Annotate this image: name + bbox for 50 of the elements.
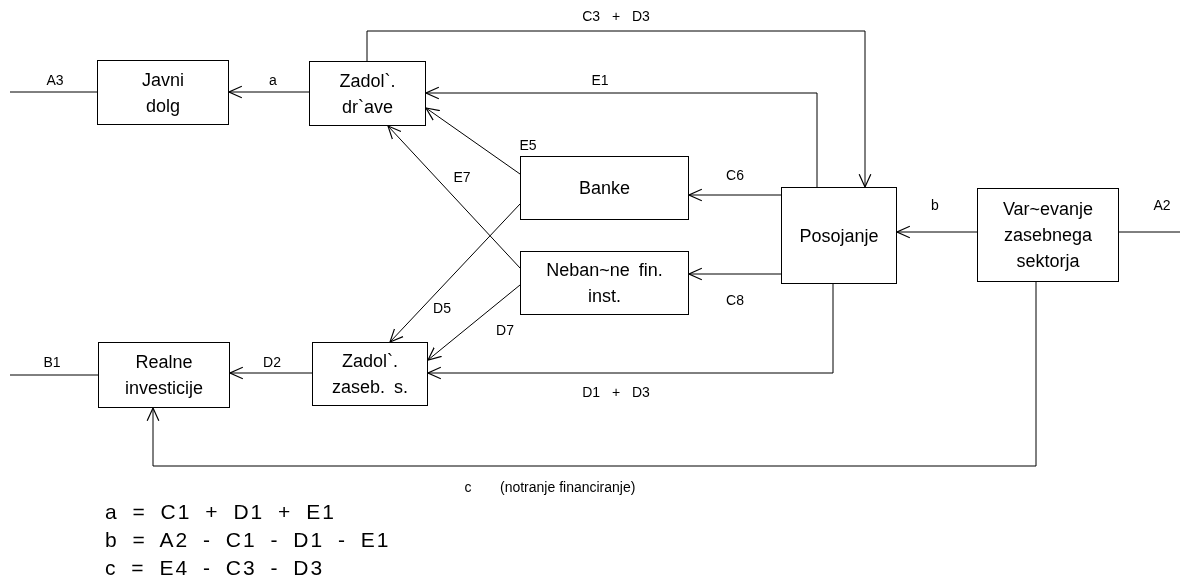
edge-label: E5	[517, 137, 539, 153]
formula-text: c = E4 - C3 - D3	[105, 556, 325, 580]
formula-text: a = C1 + D1 + E1	[105, 500, 336, 524]
arrow	[427, 284, 521, 361]
edge-label: b	[929, 197, 941, 213]
process-box	[97, 60, 229, 125]
connector-line	[1118, 231, 1181, 233]
edge-label: D7	[494, 322, 516, 338]
arrow	[425, 86, 818, 188]
edge-label: C8	[724, 292, 746, 308]
edge-label: C3 + D3	[580, 8, 652, 24]
connector-line	[9, 91, 98, 93]
process-box	[977, 188, 1119, 282]
process-box	[312, 342, 428, 406]
edge-label: D5	[431, 300, 453, 316]
edge-label: B1	[41, 354, 63, 370]
arrow	[688, 267, 782, 281]
arrow	[229, 366, 313, 380]
box-text: Zadol`. zaseb. s.	[330, 350, 409, 399]
connector-line	[9, 374, 99, 376]
edge-label: E7	[451, 169, 473, 185]
edge-label: A3	[44, 72, 66, 88]
process-box	[520, 156, 689, 220]
note-text: (notranje financiranje)	[500, 478, 636, 497]
box-text: Realne investicije	[124, 351, 204, 400]
edge-label: C6	[724, 167, 746, 183]
process-box	[309, 61, 426, 126]
arrow	[387, 125, 521, 269]
edge-label: D2	[261, 354, 283, 370]
arrow	[366, 30, 872, 188]
edge-label: D1 + D3	[580, 384, 652, 400]
formula-text: b = A2 - C1 - D1 - E1	[105, 528, 391, 552]
arrow	[688, 188, 782, 202]
box-text: Neban~ne fin. inst.	[545, 259, 664, 308]
edge-label: A2	[1151, 197, 1173, 213]
arrow	[425, 107, 521, 175]
box-text: Posojanje	[799, 224, 879, 248]
process-box	[98, 342, 230, 408]
arrow	[896, 225, 978, 239]
box-text: Zadol`. dr`ave	[338, 69, 397, 119]
process-box	[520, 251, 689, 315]
process-box	[781, 187, 897, 284]
box-text: Javni dolg	[141, 68, 185, 118]
box-text: Banke	[578, 177, 630, 200]
arrow	[228, 85, 310, 99]
arrow	[389, 203, 521, 343]
edge-label: E1	[589, 72, 611, 88]
box-text: Var~evanje zasebnega sektorja	[1001, 198, 1095, 273]
arrow	[146, 281, 1037, 467]
arrow	[427, 283, 834, 380]
